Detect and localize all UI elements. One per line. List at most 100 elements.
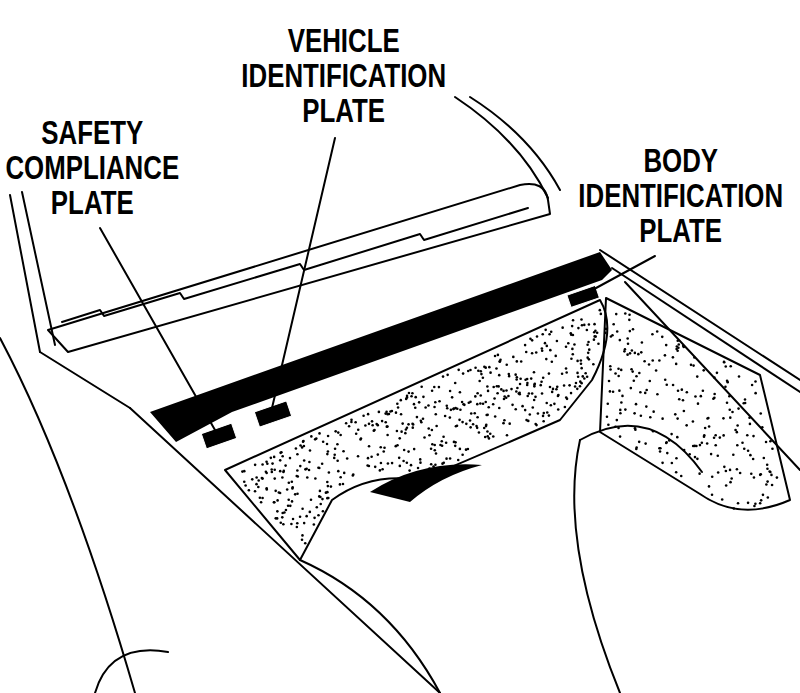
stipple-dot	[360, 437, 363, 440]
stipple-dot	[593, 338, 596, 341]
stipple-dot	[321, 498, 324, 501]
stipple-dot	[248, 489, 251, 492]
stipple-dot	[533, 371, 536, 374]
stipple-dot	[552, 388, 555, 391]
stipple-dot	[458, 419, 461, 422]
stipple-dot	[482, 402, 485, 405]
stipple-dot	[345, 422, 348, 425]
stipple-dot	[423, 436, 426, 439]
stipple-dot	[766, 467, 769, 470]
stipple-dot	[540, 380, 543, 383]
stipple-dot	[580, 359, 583, 362]
stipple-dot	[273, 501, 276, 504]
stipple-dot	[285, 509, 288, 512]
stipple-dot	[702, 369, 705, 372]
stipple-dot	[592, 363, 595, 366]
stipple-dot	[484, 366, 487, 369]
stipple-dot	[746, 434, 749, 437]
stipple-dot	[273, 477, 276, 480]
stipple-dot	[296, 469, 299, 472]
stipple-dot	[574, 385, 577, 388]
stipple-dot	[576, 372, 579, 375]
stipple-dot	[309, 511, 312, 514]
leader-line	[272, 138, 335, 408]
stipple-dot	[296, 492, 299, 495]
stipple-dot	[733, 507, 736, 510]
stipple-dot	[473, 412, 476, 415]
stipple-dot	[507, 395, 510, 398]
stipple	[241, 309, 778, 545]
stipple-dot	[479, 370, 482, 373]
stipple-dot	[485, 423, 488, 426]
stipple-dot	[754, 380, 757, 383]
stipple-dot	[342, 483, 345, 486]
stipple-dot	[665, 442, 668, 445]
stipple-dot	[477, 369, 480, 372]
stipple-dot	[565, 367, 568, 370]
stipple-dot	[577, 327, 580, 330]
stipple-dot	[762, 494, 765, 497]
stipple-dot	[296, 522, 299, 525]
stipple-dot	[492, 435, 495, 438]
stipple-dot	[445, 405, 448, 408]
stipple-dot	[302, 440, 305, 443]
stipple-dot	[714, 444, 717, 447]
stipple-dot	[354, 421, 357, 424]
stipple-dot	[702, 389, 705, 392]
stipple-dot	[336, 460, 339, 463]
stipple-dot	[565, 345, 568, 348]
stipple-dot	[541, 392, 544, 395]
stipple-dot	[706, 417, 709, 420]
stipple-dot	[760, 499, 763, 502]
stipple-dot	[557, 408, 560, 411]
stipple-dot	[343, 472, 346, 475]
stipple-dot	[317, 514, 320, 517]
stipple-dot	[670, 433, 673, 436]
stipple-dot	[413, 403, 416, 406]
stipple-dot	[693, 356, 696, 359]
stipple-dot	[295, 447, 298, 450]
bay-edge	[130, 408, 440, 693]
stipple-dot	[638, 441, 641, 444]
stipple-dot	[446, 374, 449, 377]
stipple-dot	[676, 436, 679, 439]
stipple-dot	[724, 365, 727, 368]
stipple-dot	[381, 420, 384, 423]
stipple-dot	[433, 386, 436, 389]
stipple-dot	[367, 457, 370, 460]
stipple-dot	[282, 523, 285, 526]
stipple-dot	[465, 423, 468, 426]
stipple-dot	[333, 457, 336, 460]
stipple-dot	[355, 432, 358, 435]
stipple-dot	[290, 523, 293, 526]
stipple-dot	[716, 455, 719, 458]
stipple-dot	[506, 434, 509, 437]
stipple-dot	[664, 354, 667, 357]
stipple-dot	[690, 364, 693, 367]
stipple-dot	[561, 326, 564, 329]
stipple-dot	[461, 401, 464, 404]
stipple-dot	[618, 389, 621, 392]
stipple-dot	[427, 404, 430, 407]
stipple-dot	[557, 395, 560, 398]
stipple-dot	[383, 446, 386, 449]
stipple-dot	[713, 376, 716, 379]
stipple-dot	[630, 368, 633, 371]
stipple-dot	[519, 377, 522, 380]
stipple-dot	[328, 471, 331, 474]
stipple-dot	[555, 388, 558, 391]
stipple-dot	[597, 342, 600, 345]
stipple-dot	[445, 441, 448, 444]
stipple-dot	[281, 476, 284, 479]
stipple-dot	[319, 503, 322, 506]
stipple-dot	[769, 440, 772, 443]
stipple-dot	[612, 391, 615, 394]
stipple-dot	[321, 462, 324, 465]
stipple-dot	[692, 420, 695, 423]
stipple-dot	[498, 407, 501, 410]
stipple-dot	[580, 367, 583, 370]
stipple-dot	[482, 376, 485, 379]
stipple-dot	[314, 438, 317, 441]
